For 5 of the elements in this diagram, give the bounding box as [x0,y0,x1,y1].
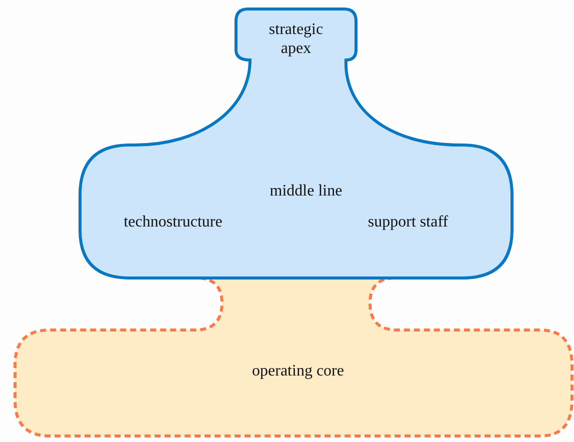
area-label: operating core [251,362,345,380]
area-label: strategic apex [268,20,324,58]
area-label: technostructure [122,212,224,232]
area-label: middle line [268,182,344,200]
area-label: support staff [366,212,450,232]
